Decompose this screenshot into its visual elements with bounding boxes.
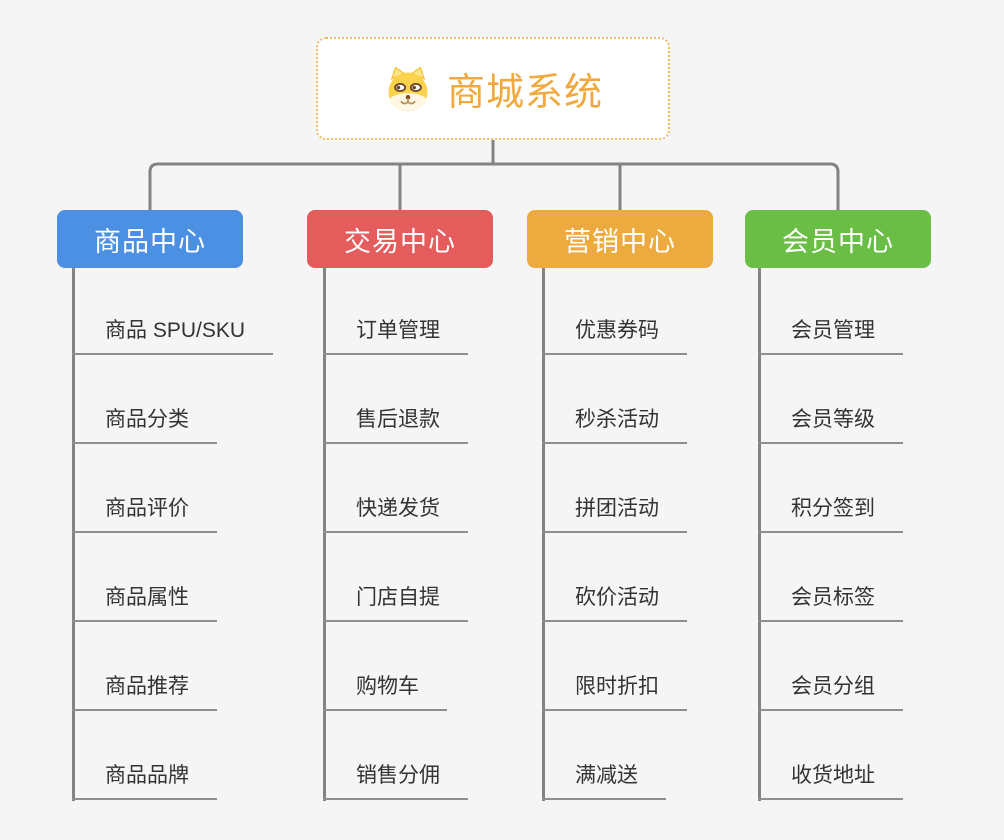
leaf-node[interactable]: 售后退款 (323, 404, 468, 444)
leaf-node[interactable]: 优惠券码 (542, 315, 687, 355)
branch-header-marketing-center[interactable]: 营销中心 (527, 210, 713, 268)
leaf-node[interactable]: 订单管理 (323, 315, 468, 355)
leaf-node[interactable]: 会员标签 (758, 582, 903, 622)
leaf-node[interactable]: 拼团活动 (542, 493, 687, 533)
leaf-node[interactable]: 会员分组 (758, 671, 903, 711)
leaf-node[interactable]: 商品品牌 (72, 760, 217, 800)
leaf-node[interactable]: 门店自提 (323, 582, 468, 622)
leaf-node[interactable]: 收货地址 (758, 760, 903, 800)
branch-header-trade-center[interactable]: 交易中心 (307, 210, 493, 268)
leaf-node[interactable]: 商品推荐 (72, 671, 217, 711)
root-node[interactable]: 商城系统 (316, 37, 670, 140)
leaf-node[interactable]: 购物车 (323, 671, 447, 711)
leaf-node[interactable]: 秒杀活动 (542, 404, 687, 444)
leaf-node[interactable]: 会员管理 (758, 315, 903, 355)
leaf-node[interactable]: 会员等级 (758, 404, 903, 444)
leaf-node[interactable]: 快递发货 (323, 493, 468, 533)
leaf-node[interactable]: 砍价活动 (542, 582, 687, 622)
branch-header-product-center[interactable]: 商品中心 (57, 210, 243, 268)
branch-rail-line (148, 162, 840, 210)
branch-trunk (323, 268, 326, 801)
branch-trunk (72, 268, 75, 801)
branch-trunk (542, 268, 545, 801)
shiba-dog-icon (383, 65, 433, 113)
leaf-node[interactable]: 商品评价 (72, 493, 217, 533)
leaf-node[interactable]: 商品分类 (72, 404, 217, 444)
leaf-node[interactable]: 满减送 (542, 760, 666, 800)
leaf-node[interactable]: 销售分佣 (323, 760, 468, 800)
leaf-node[interactable]: 限时折扣 (542, 671, 687, 711)
branch-header-member-center[interactable]: 会员中心 (745, 210, 931, 268)
leaf-node[interactable]: 商品属性 (72, 582, 217, 622)
root-title: 商城系统 (446, 72, 603, 114)
leaf-node[interactable]: 积分签到 (758, 493, 903, 533)
leaf-node[interactable]: 商品 SPU/SKU (72, 315, 274, 355)
branch-trunk (758, 268, 761, 801)
